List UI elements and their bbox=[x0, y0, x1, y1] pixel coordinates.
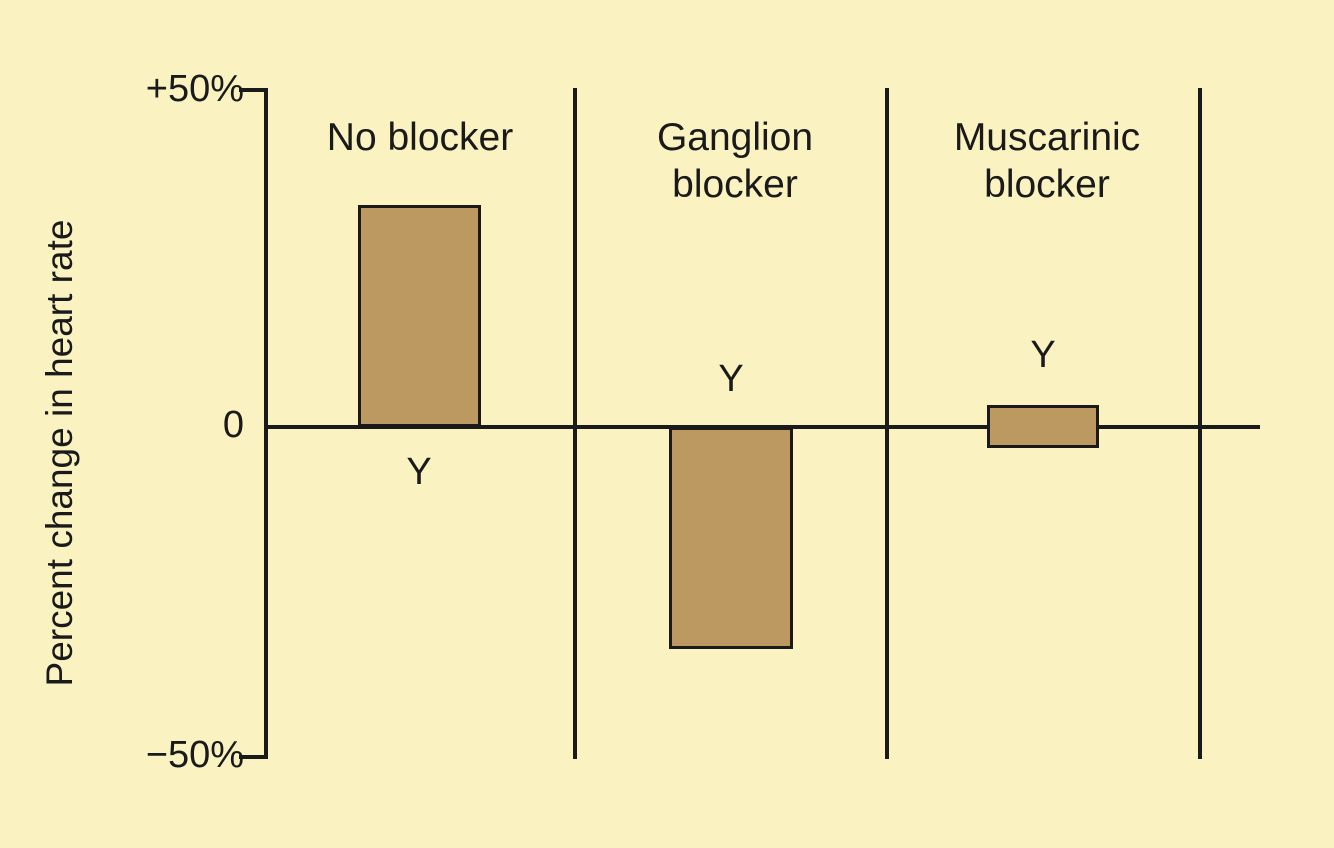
bar-annotation-no-blocker: Y bbox=[406, 451, 432, 493]
y-axis-line bbox=[264, 88, 268, 759]
panel-divider-2 bbox=[885, 88, 889, 759]
panel-title-ganglion-blocker: Ganglion blocker bbox=[656, 116, 814, 206]
y-tick-label-zero: 0 bbox=[222, 404, 244, 446]
y-axis-tick-bottom bbox=[239, 755, 266, 759]
bar-no-blocker bbox=[358, 205, 481, 427]
bar-annotation-ganglion-blocker: Y bbox=[718, 358, 744, 400]
bar-muscarinic-blocker bbox=[987, 405, 1099, 448]
y-tick-label-plus50: +50% bbox=[145, 68, 244, 110]
y-tick-label-minus50: −50% bbox=[145, 734, 244, 776]
bar-ganglion-blocker bbox=[669, 427, 793, 649]
bar-annotation-muscarinic-blocker: Y bbox=[1030, 334, 1056, 376]
panel-title-no-blocker: No blocker bbox=[326, 116, 514, 159]
panel-divider-3 bbox=[1198, 88, 1202, 759]
panel-divider-1 bbox=[573, 88, 577, 759]
y-axis-label: Percent change in heart rate bbox=[39, 219, 80, 687]
y-axis-tick-top bbox=[239, 88, 266, 92]
panel-title-muscarinic-blocker: Muscarinic blocker bbox=[953, 116, 1141, 206]
